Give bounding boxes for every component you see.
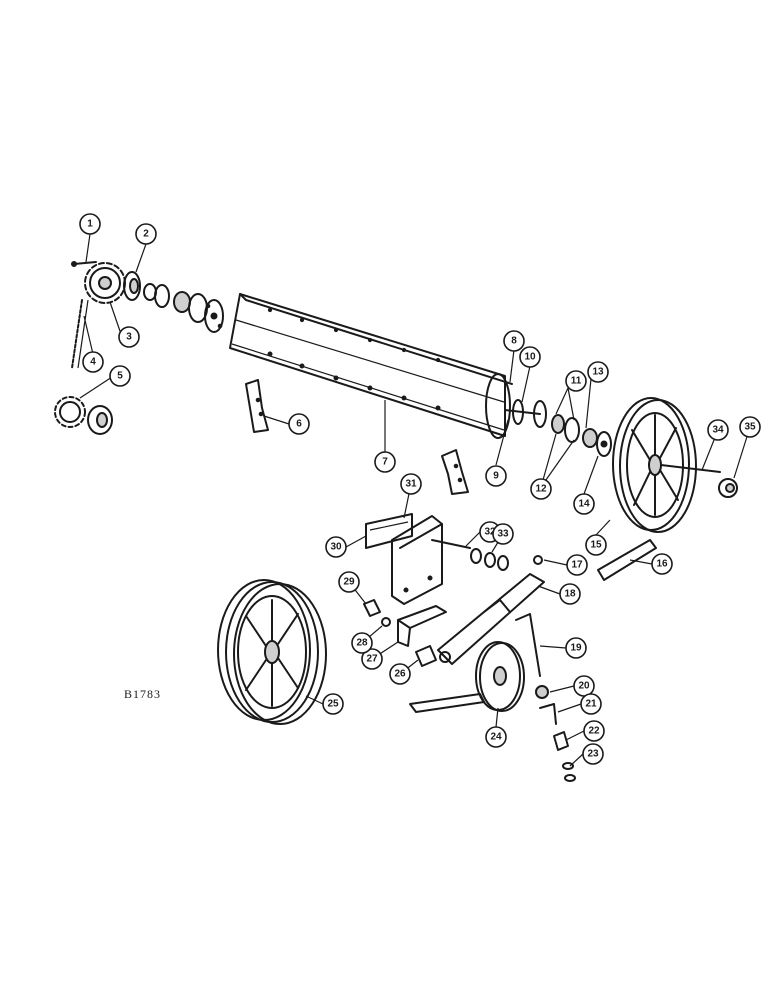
part-2-hub-assembly <box>123 271 224 333</box>
callout-12: 12 <box>530 478 552 500</box>
part-3-sprocket <box>84 262 126 304</box>
part-32-bracket <box>391 515 471 605</box>
svg-text:20: 20 <box>578 681 590 692</box>
callout-29: 29 <box>338 571 360 593</box>
callout-13: 13 <box>587 361 609 383</box>
svg-text:23: 23 <box>587 749 599 760</box>
callout-19: 19 <box>565 637 587 659</box>
part-blade-lower <box>441 449 469 495</box>
svg-text:31: 31 <box>405 479 417 490</box>
part-19-rod <box>515 613 541 677</box>
svg-text:19: 19 <box>570 643 582 654</box>
svg-text:11: 11 <box>571 376 582 387</box>
callout-23: 23 <box>582 743 604 765</box>
svg-text:5: 5 <box>117 371 123 382</box>
callout-27: 27 <box>361 648 383 670</box>
svg-text:25: 25 <box>327 699 339 710</box>
svg-text:10: 10 <box>524 352 536 363</box>
callout-28: 28 <box>351 632 373 654</box>
svg-text:12: 12 <box>535 484 547 495</box>
callout-34: 34 <box>707 419 729 441</box>
svg-text:6: 6 <box>296 419 302 430</box>
svg-text:30: 30 <box>330 542 342 553</box>
svg-text:2: 2 <box>143 229 149 240</box>
svg-text:24: 24 <box>490 732 502 743</box>
svg-text:17: 17 <box>571 560 583 571</box>
figure-code: B1783 <box>124 687 161 701</box>
part-27-bracket <box>397 605 447 647</box>
part-24-idler-pulley <box>409 641 525 713</box>
callout-1: 1 <box>79 213 101 235</box>
callout-15: 15 <box>585 534 607 556</box>
callout-leaders <box>79 233 751 767</box>
callout-4: 4 <box>82 351 104 373</box>
svg-text:22: 22 <box>588 726 600 737</box>
svg-text:29: 29 <box>343 577 355 588</box>
callout-24: 24 <box>485 726 507 748</box>
svg-text:27: 27 <box>366 654 378 665</box>
part-4-chain <box>71 299 89 369</box>
callout-6: 6 <box>288 413 310 435</box>
svg-text:7: 7 <box>382 457 388 468</box>
part-15-pulley <box>612 397 721 533</box>
svg-text:34: 34 <box>712 425 724 436</box>
part-26-bushing <box>415 645 437 667</box>
callout-14: 14 <box>573 493 595 515</box>
part-30-31-plates <box>365 513 413 549</box>
part-35-nut <box>718 478 738 498</box>
part-25-double-pulley <box>217 579 327 725</box>
callout-30: 30 <box>325 536 347 558</box>
svg-text:18: 18 <box>564 589 576 600</box>
callout-26: 26 <box>389 663 411 685</box>
callout-33: 33 <box>492 523 514 545</box>
part-7-drum <box>229 293 541 439</box>
svg-text:26: 26 <box>394 669 406 680</box>
callout-20: 20 <box>573 675 595 697</box>
callout-9: 9 <box>485 465 507 487</box>
svg-text:3: 3 <box>126 332 132 343</box>
callout-35: 35 <box>739 416 761 438</box>
svg-text:4: 4 <box>90 357 96 368</box>
svg-text:8: 8 <box>511 336 517 347</box>
svg-text:21: 21 <box>585 699 597 710</box>
callout-2: 2 <box>135 223 157 245</box>
part-17-nut <box>533 555 543 565</box>
part-18-idler-arm <box>437 573 545 665</box>
svg-text:1: 1 <box>87 219 93 230</box>
svg-text:13: 13 <box>592 367 604 378</box>
svg-text:9: 9 <box>493 471 499 482</box>
part-bearing-stack <box>512 399 612 457</box>
callout-16: 16 <box>651 553 673 575</box>
part-6-blade <box>245 379 269 433</box>
svg-text:35: 35 <box>744 422 756 433</box>
svg-text:16: 16 <box>656 559 668 570</box>
svg-text:28: 28 <box>356 638 368 649</box>
callout-5: 5 <box>109 365 131 387</box>
callout-7: 7 <box>374 451 396 473</box>
callout-17: 17 <box>566 554 588 576</box>
part-1-pin <box>71 261 97 267</box>
part-16-belt <box>597 539 657 581</box>
svg-text:33: 33 <box>497 529 509 540</box>
callout-10: 10 <box>519 346 541 368</box>
part-5-small-sprocket <box>54 396 113 435</box>
callout-21: 21 <box>580 693 602 715</box>
svg-text:14: 14 <box>578 499 590 510</box>
callout-3: 3 <box>118 326 140 348</box>
callout-18: 18 <box>559 583 581 605</box>
callout-25: 25 <box>322 693 344 715</box>
callout-22: 22 <box>583 720 605 742</box>
part-33-washers <box>470 548 509 571</box>
callout-8: 8 <box>503 330 525 352</box>
callout-11: 11 <box>565 370 587 392</box>
svg-text:15: 15 <box>590 540 602 551</box>
svg-text:32: 32 <box>484 527 496 538</box>
callout-31: 31 <box>400 473 422 495</box>
part-29-bushing <box>363 599 391 627</box>
part-20-23-hardware <box>535 685 576 782</box>
